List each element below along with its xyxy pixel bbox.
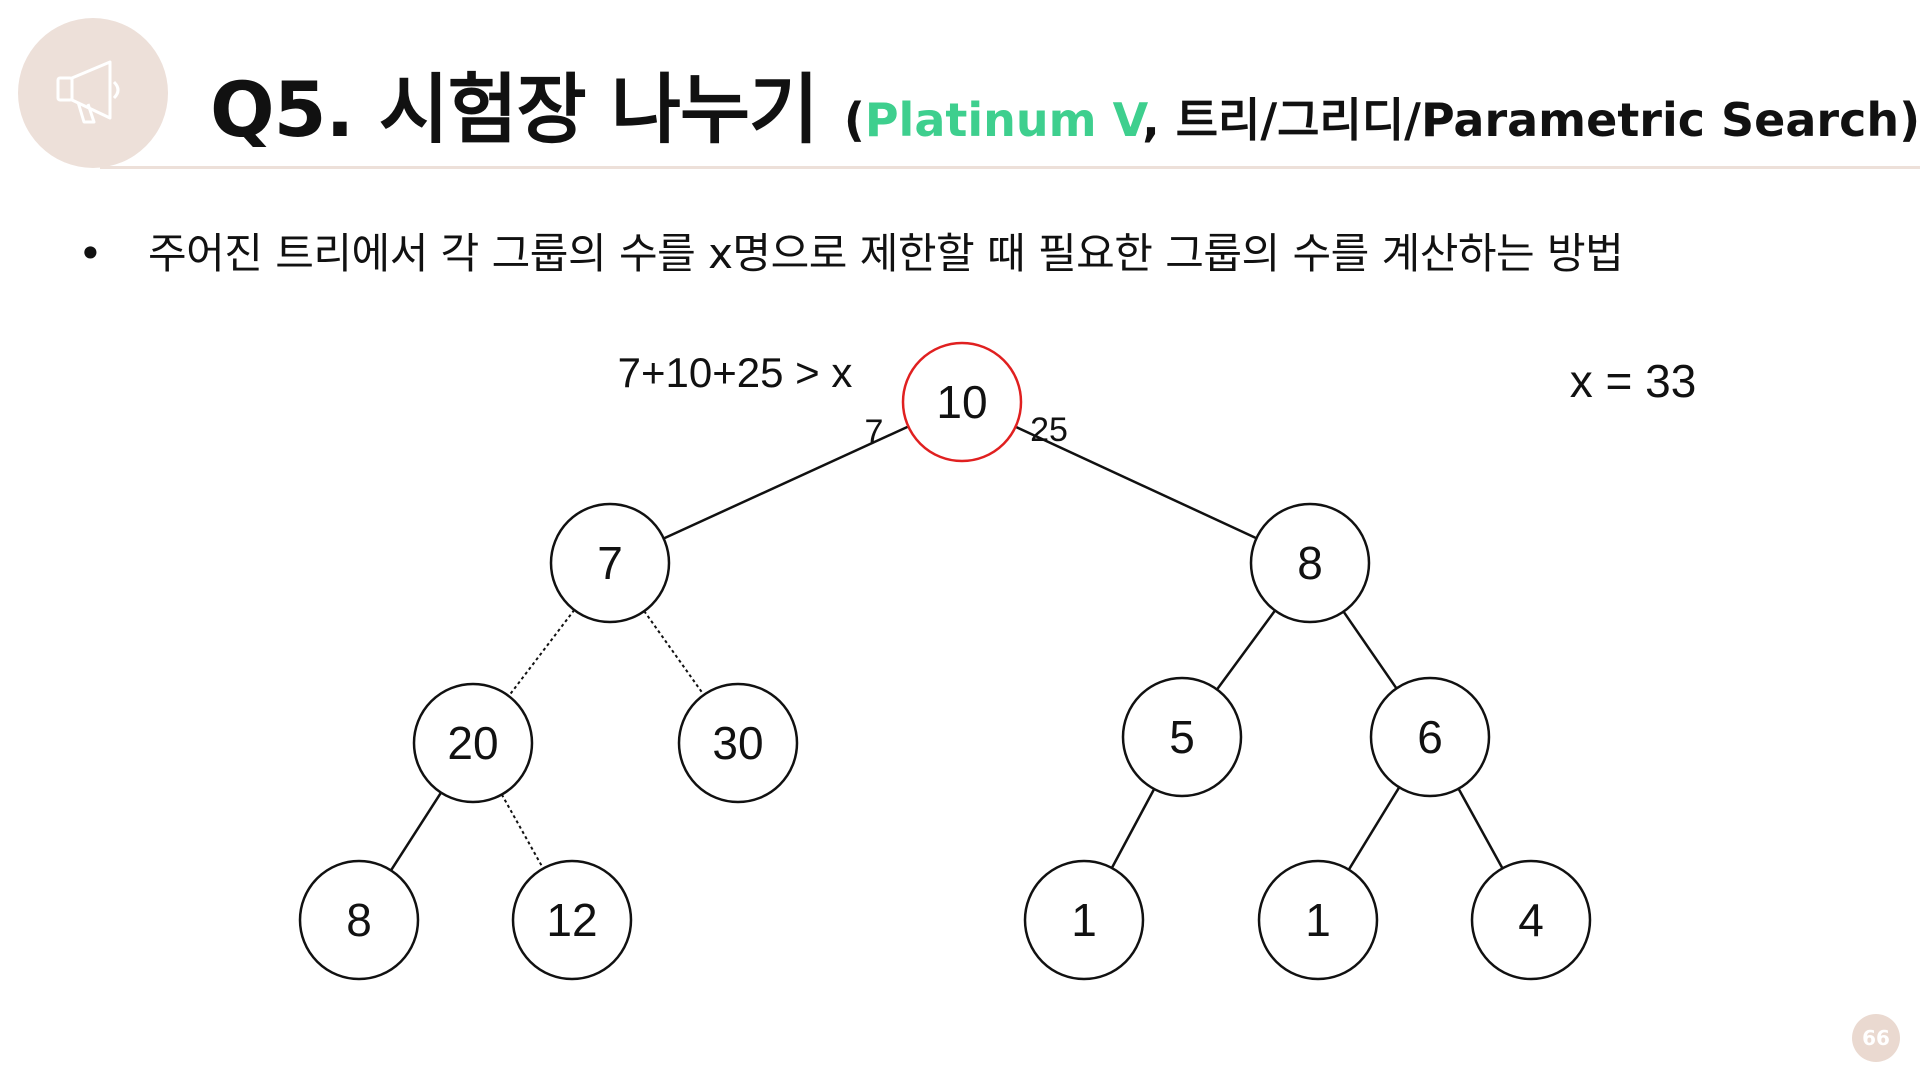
tree-node-circle — [1121, 676, 1243, 798]
tree-node-value: 6 — [1417, 711, 1443, 763]
tree-node-n1a: 1 — [1023, 859, 1145, 981]
tree-edge-n20-n12 — [500, 794, 545, 869]
tree-node-value: 12 — [546, 894, 597, 946]
bullet-marker: • — [78, 229, 103, 278]
tree-node-circle — [1369, 676, 1491, 798]
tree-node-n8b: 8 — [298, 859, 420, 981]
tree-node-value: 20 — [447, 717, 498, 769]
tree-node-circle — [1470, 859, 1592, 981]
tree-node-n1b: 1 — [1257, 859, 1379, 981]
tree-edge-n8-n6 — [1342, 610, 1398, 690]
tree-edge-root-n8 — [1015, 425, 1257, 540]
tree-node-n7: 7 — [549, 502, 671, 624]
tree-node-value: 8 — [346, 894, 372, 946]
tree-nodes: 10 7 8 20 30 5 6 8 12 1 1 4 — [298, 341, 1592, 981]
tier-label: Platinum V — [864, 93, 1143, 147]
tree-node-n20: 20 — [412, 682, 534, 804]
tree-node-circle — [549, 502, 671, 624]
tree-edge-n6-n1b — [1347, 786, 1401, 871]
tree-edge-n7-n20 — [507, 609, 576, 697]
left-subtree-sum: 7 — [865, 413, 884, 451]
tree-node-circle — [1257, 859, 1379, 981]
tree-node-root: 10 — [901, 341, 1023, 463]
tree-node-n4: 4 — [1470, 859, 1592, 981]
title-open-paren: ( — [843, 93, 865, 147]
tree-node-value: 30 — [712, 717, 763, 769]
tree-node-value: 4 — [1518, 894, 1544, 946]
tree-node-circle — [298, 859, 420, 981]
tree-node-n5: 5 — [1121, 676, 1243, 798]
tree-node-circle — [412, 682, 534, 804]
tree-edge-n7-n30 — [643, 610, 705, 696]
megaphone-icon — [18, 18, 168, 168]
tree-edge-n6-n4 — [1457, 788, 1504, 869]
title-main: Q5. 시험장 나누기 — [210, 65, 819, 154]
x-value: x = 33 — [1570, 355, 1697, 407]
page-title: Q5. 시험장 나누기 (Platinum V, 트리/그리디/Parametr… — [210, 48, 1920, 158]
bullet-text: 주어진 트리에서 각 그룹의 수를 x명으로 제한할 때 필요한 그룹의 수를 … — [148, 229, 1624, 278]
tree-node-circle — [1249, 502, 1371, 624]
tree-node-value: 7 — [597, 537, 623, 589]
tree-node-n6: 6 — [1369, 676, 1491, 798]
tree-edge-n8-n5 — [1215, 609, 1277, 691]
title-tags: , 트리/그리디/Parametric Search) — [1142, 93, 1920, 147]
tree-edge-n5-n1a — [1110, 788, 1156, 869]
sum-expression: 7+10+25 > x — [618, 349, 853, 396]
tree-node-circle — [901, 341, 1023, 463]
tree-node-value: 1 — [1305, 894, 1331, 946]
tree-node-circle — [511, 859, 633, 981]
title-subtitle: (Platinum V, 트리/그리디/Parametric Search) — [844, 84, 1920, 150]
tree-node-n8: 8 — [1249, 502, 1371, 624]
right-subtree-sum: 25 — [1030, 411, 1068, 449]
tree-node-value: 10 — [936, 376, 987, 428]
tree-node-value: 8 — [1297, 537, 1323, 589]
tree-node-circle — [1023, 859, 1145, 981]
tree-edge-n20-n8b — [389, 791, 443, 872]
tree-node-value: 5 — [1169, 711, 1195, 763]
tree-edge-root-n7 — [663, 425, 909, 540]
tree-edges — [389, 425, 1504, 872]
tree-node-n12: 12 — [511, 859, 633, 981]
page-number: 66 — [1852, 1014, 1900, 1062]
title-divider — [100, 166, 1920, 169]
tree-node-value: 1 — [1071, 894, 1097, 946]
tree-node-circle — [677, 682, 799, 804]
tree-node-n30: 30 — [677, 682, 799, 804]
